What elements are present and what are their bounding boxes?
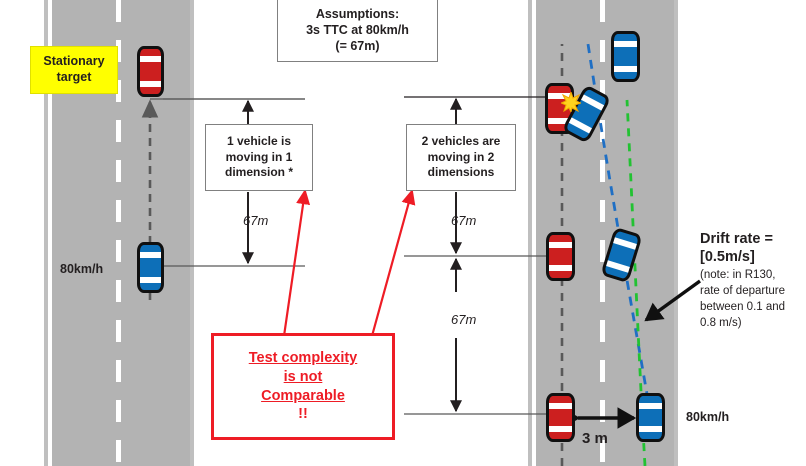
- assumptions-line-3: (= 67m): [335, 39, 380, 53]
- drift-heading-2: [0.5m/s]: [700, 248, 755, 265]
- right-distance-label-bottom: 67m: [451, 312, 477, 327]
- car-front-stripe: [140, 56, 161, 62]
- assumptions-box: Assumptions: 3s TTC at 80km/h (= 67m): [277, 0, 438, 62]
- callout-left-line-2: moving in 1: [225, 149, 293, 164]
- left-speed-label: 80km/h: [60, 262, 104, 276]
- right-blue-car-upper: [611, 31, 640, 82]
- car-rear-stripe: [606, 260, 630, 273]
- right-distance-label-top: 67m: [451, 213, 477, 228]
- right-drifting-blue-car-bottom: [636, 393, 665, 442]
- assumptions-line-2: 3s TTC at 80km/h: [306, 23, 409, 37]
- left-road-center-dash: [116, 0, 121, 466]
- lateral-gap-label: 3 m: [582, 430, 608, 447]
- left-distance-label: 67m: [243, 213, 269, 228]
- warning-line-1: Test complexity: [248, 349, 358, 366]
- car-front-stripe: [549, 403, 572, 409]
- callout-two-dimensions: 2 vehicles are moving in 2 dimensions: [406, 124, 516, 191]
- drift-note-line-1: (note: in R130,: [700, 269, 776, 282]
- collision-impact-icon: [559, 90, 583, 114]
- callout-right-line-3: dimensions: [427, 165, 495, 180]
- test-complexity-warning-box: Test complexity is not Comparable !!: [211, 333, 395, 440]
- car-rear-stripe: [140, 81, 161, 87]
- assumptions-line-1: Assumptions:: [315, 7, 400, 21]
- drift-heading-1: Drift rate =: [700, 231, 773, 247]
- car-front-stripe: [613, 237, 637, 250]
- car-rear-stripe: [639, 426, 662, 432]
- car-front-stripe: [548, 93, 571, 99]
- right-road-center-dash: [600, 0, 605, 466]
- car-rear-stripe: [549, 426, 572, 432]
- warning-line-2: is not: [283, 368, 323, 385]
- right-road-edge-right: [674, 0, 678, 466]
- car-rear-stripe: [568, 117, 592, 134]
- warning-pointer-arrows: [282, 188, 416, 337]
- car-front-stripe: [639, 403, 662, 409]
- left-road-edge-left: [44, 0, 48, 466]
- car-front-stripe: [549, 242, 572, 248]
- stationary-target-line-2: target: [56, 70, 92, 84]
- car-front-stripe: [581, 94, 605, 111]
- car-rear-stripe: [549, 265, 572, 271]
- callout-right-line-1: 2 vehicles are: [421, 134, 501, 149]
- car-front-stripe: [140, 252, 161, 258]
- car-rear-stripe: [140, 277, 161, 283]
- drift-note-line-4: 0.8 m/s): [700, 317, 742, 330]
- callout-right-line-2: moving in 2: [427, 149, 495, 164]
- callout-one-dimension: 1 vehicle is moving in 1 dimension *: [205, 124, 313, 191]
- left-road-edge-right: [190, 0, 194, 466]
- drift-rate-note: Drift rate = [0.5m/s] (note: in R130, ra…: [700, 231, 804, 330]
- warning-exclamation: !!: [298, 406, 308, 423]
- left-subject-blue-car: [137, 242, 164, 293]
- stationary-target-line-1: Stationary: [43, 54, 105, 69]
- car-rear-stripe: [548, 118, 571, 124]
- left-stationary-red-car: [137, 46, 164, 97]
- right-lead-red-car-middle: [546, 232, 575, 281]
- stationary-target-label: Stationary target: [30, 46, 118, 94]
- drift-note-line-2: rate of departure: [700, 285, 786, 298]
- right-speed-label: 80km/h: [686, 410, 730, 424]
- car-front-stripe: [614, 41, 637, 47]
- car-rear-stripe: [614, 66, 637, 72]
- callout-left-line-1: 1 vehicle is: [226, 134, 292, 149]
- right-lead-red-car-bottom: [546, 393, 575, 442]
- drift-note-line-3: between 0.1 and: [700, 301, 786, 314]
- right-road-edge-left: [528, 0, 532, 466]
- callout-left-line-3: dimension *: [224, 165, 293, 180]
- warning-line-3: Comparable: [261, 387, 345, 404]
